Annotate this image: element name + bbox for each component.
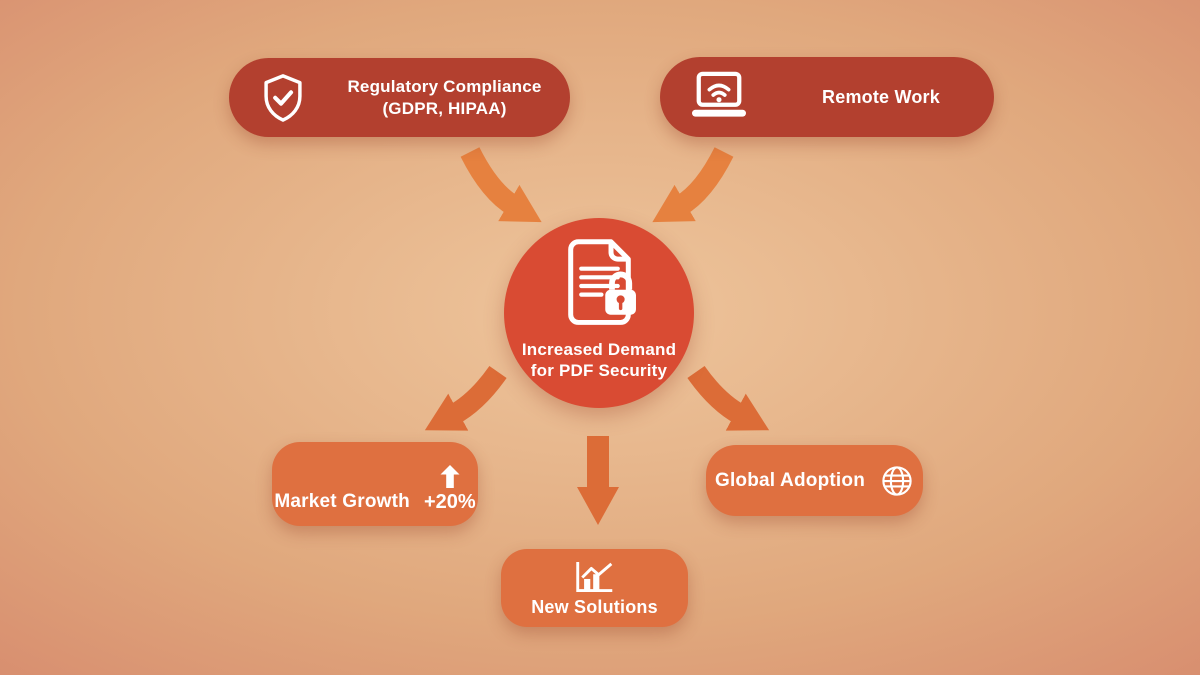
node-label: Regulatory Compliance (347, 76, 542, 96)
globe-icon (880, 464, 914, 498)
node-market-growth: Market Growth +20% (272, 442, 478, 526)
node-label: Global Adoption (714, 469, 866, 491)
node-remote-work: Remote Work (660, 57, 994, 137)
arrow-center-to-global (687, 365, 770, 431)
arrow-remote-to-center (652, 147, 734, 223)
node-sublabel: for PDF Security (530, 361, 668, 380)
node-label: Increased Demand (521, 340, 677, 359)
node-value: +20% (423, 491, 476, 513)
node-increased-demand-pdf-security: Increased Demand for PDF Security (504, 218, 694, 408)
secure-pdf-document-icon (559, 237, 640, 333)
node-global-adoption: Global Adoption (706, 445, 923, 516)
node-sublabel: (GDPR, HIPAA) (382, 98, 507, 118)
laptop-wifi-icon (686, 70, 752, 124)
node-regulatory-compliance: Regulatory Compliance (GDPR, HIPAA) (229, 58, 570, 137)
node-label: Remote Work (822, 86, 940, 107)
arrow-center-to-market (424, 365, 507, 431)
node-label: New Solutions (531, 596, 658, 617)
arrow-regulatory-to-center (460, 147, 542, 223)
node-new-solutions: New Solutions (501, 549, 688, 627)
growth-up-arrow-icon (440, 465, 460, 488)
node-label: Market Growth (274, 491, 410, 512)
bar-chart-trend-icon (575, 561, 615, 594)
shield-check-icon (257, 72, 309, 124)
